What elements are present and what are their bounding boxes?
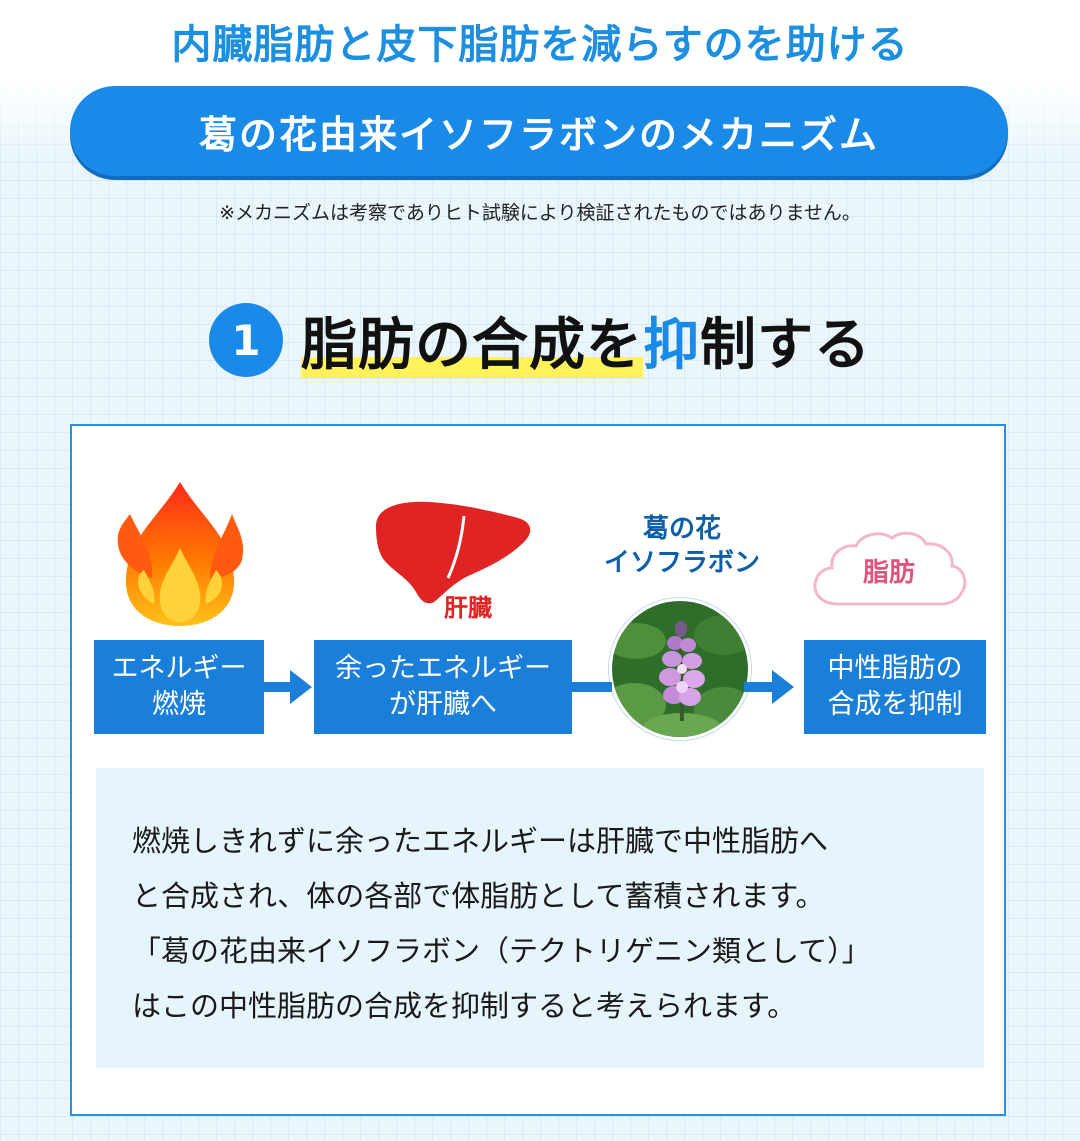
description-line: 燃焼しきれずに余ったエネルギーは肝臓で中性脂肪へ xyxy=(132,824,829,858)
section-title-rest: 制する xyxy=(700,312,871,378)
step-energy-burn-line1: エネルギー xyxy=(111,653,247,684)
flame-icon xyxy=(117,482,244,626)
section-title-accent: 抑 xyxy=(643,312,700,378)
headline: 内臓脂肪と皮下脂肪を減らすのを助ける xyxy=(171,22,909,68)
liver-icon xyxy=(376,501,531,604)
kudzu-flower-photo xyxy=(609,598,751,740)
mechanism-banner: 葛の花由来イソフラボンのメカニズム xyxy=(70,86,1008,176)
section-number-badge: 1 xyxy=(209,303,283,377)
step-excess-energy-line1: 余ったエネルギー xyxy=(335,653,551,684)
description-line: 「葛の花由来イソフラボン（テクトリゲニン類として）」 xyxy=(132,934,871,968)
fat-cloud-icon xyxy=(813,531,967,606)
description-line: と合成され、体の各部で体脂肪として蓄積されます。 xyxy=(132,879,825,913)
section-title: 1 脂肪の合成を抑制する xyxy=(0,300,1080,380)
section-title-highlight: 脂肪の合成を xyxy=(301,312,643,378)
step-energy-burn: エネルギー 燃焼 xyxy=(94,640,264,734)
step-excess-energy: 余ったエネルギー が肝臓へ xyxy=(314,640,572,734)
step-fat-suppression-line1: 中性脂肪の xyxy=(827,653,963,684)
arrow-right-icon xyxy=(772,670,794,704)
arrow-line-2 xyxy=(572,682,612,692)
arrow-line-3 xyxy=(744,682,774,692)
step-excess-energy-line2: が肝臓へ xyxy=(389,689,497,720)
step-fat-suppression-line2: 合成を抑制 xyxy=(827,689,963,720)
liver-label: 肝臓 xyxy=(444,594,492,622)
kudzu-label-line1: 葛の花 xyxy=(642,514,721,544)
kudzu-isoflavone-label: 葛の花 イソフラボン xyxy=(572,512,792,580)
section-title-text: 脂肪の合成を抑制する xyxy=(301,300,871,381)
step-energy-burn-line2: 燃焼 xyxy=(152,689,206,720)
kudzu-label-line2: イソフラボン xyxy=(603,548,760,578)
disclaimer-note: ※メカニズムは考察でありヒト試験により検証されたものではありません。 xyxy=(219,202,861,224)
description-box: 燃焼しきれずに余ったエネルギーは肝臓で中性脂肪へ と合成され、体の各部で体脂肪と… xyxy=(96,768,984,1068)
step-fat-suppression: 中性脂肪の 合成を抑制 xyxy=(804,640,986,734)
mechanism-card: 肝臓 葛の花 イソフラボン 脂肪 エネルギー 燃焼 余ったエネルギー が肝臓へ xyxy=(70,424,1006,1116)
fat-label: 脂肪 xyxy=(862,558,915,588)
arrow-line-1 xyxy=(264,682,292,692)
arrow-right-icon xyxy=(290,670,312,704)
description-line: はこの中性脂肪の合成を抑制すると考えられます。 xyxy=(132,989,797,1023)
mechanism-banner-text: 葛の花由来イソフラボンのメカニズム xyxy=(198,112,879,157)
